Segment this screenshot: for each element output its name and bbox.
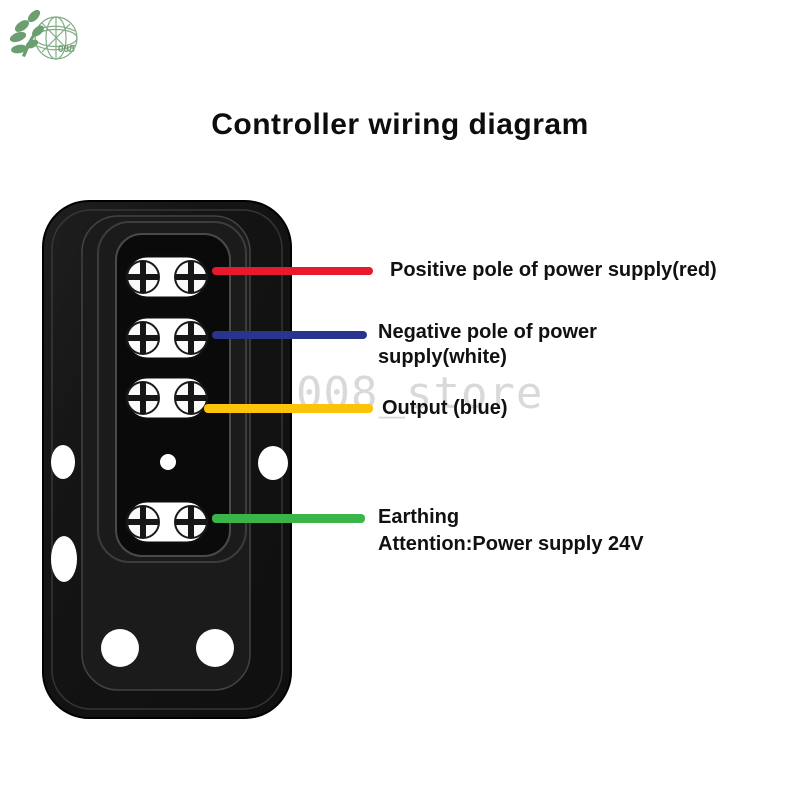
screw-cross-icon (127, 322, 159, 354)
label-text: Output (blue) (382, 397, 508, 419)
controller-device (42, 200, 292, 719)
leaf-branch-icon (9, 9, 44, 57)
attention-note: Attention:Power supply 24V (378, 533, 644, 555)
globe-icon (34, 16, 78, 60)
panel-ridge (97, 221, 247, 563)
mounting-hole-left (101, 629, 139, 667)
terminal-4-earthing (124, 499, 210, 545)
terminal-3-output (124, 375, 210, 421)
terminal-blocks (124, 254, 210, 545)
store-logo: 008 (9, 9, 78, 60)
label-text: supply(white) (378, 346, 507, 368)
cable-notch-right (258, 446, 288, 480)
wire-positive-red (212, 267, 373, 275)
label-output: Output (blue) (382, 395, 508, 421)
screw-cross-icon (127, 506, 159, 538)
wire-negative-blue (212, 331, 367, 339)
terminal-1-positive (124, 254, 210, 300)
terminal-2-negative (124, 315, 210, 361)
cable-notch-left-upper (51, 445, 75, 479)
page-title: Controller wiring diagram (211, 108, 589, 141)
screw-cross-icon (127, 382, 159, 414)
pilot-hole (160, 454, 176, 470)
logo-text: 008 (58, 44, 75, 55)
screw-cross-icon (175, 322, 207, 354)
label-earthing: Earthing Attention:Power supply 24V (378, 504, 644, 558)
mounting-hole-right (196, 629, 234, 667)
label-text: Earthing (378, 506, 460, 528)
screw-cross-icon (175, 382, 207, 414)
wire-earthing-green (212, 514, 365, 523)
label-text: Negative pole of power (378, 321, 597, 343)
label-text: Positive pole of power supply(red) (390, 259, 717, 281)
cable-notch-left-lower (51, 536, 77, 582)
screw-cross-icon (175, 506, 207, 538)
label-negative-pole: Negative pole of power supply(white) (378, 320, 597, 370)
wire-output-yellow (204, 404, 373, 413)
screw-cross-icon (175, 261, 207, 293)
label-positive-pole: Positive pole of power supply(red) (390, 257, 717, 283)
screw-cross-icon (127, 261, 159, 293)
